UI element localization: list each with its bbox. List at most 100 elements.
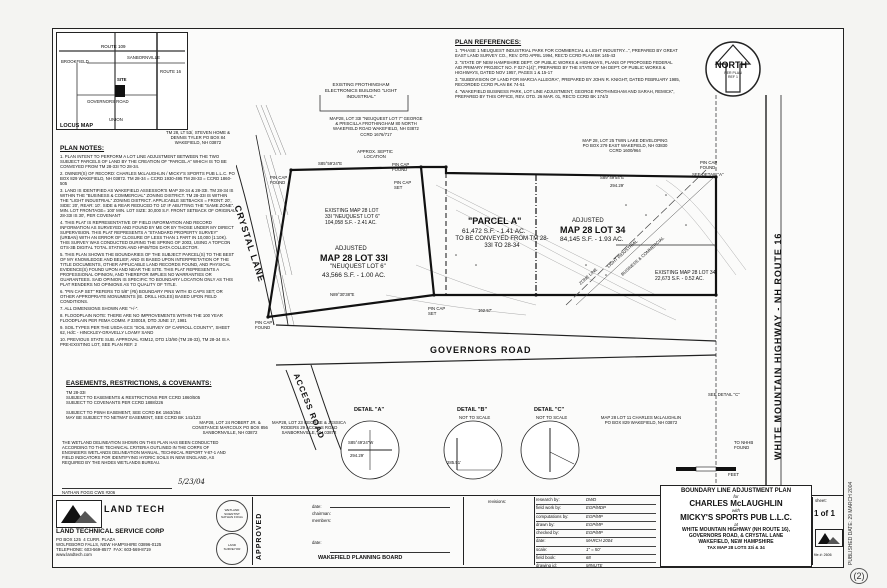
meta-value: DWD (586, 497, 597, 502)
detail-c: DETAIL "C" NOT TO SCALE (520, 407, 580, 480)
see-detail-a: SEE DETAIL "A" (692, 172, 724, 177)
meta-value: 68 (586, 555, 591, 561)
adjusted-33-title: MAP 28 LOT 33I (320, 253, 388, 263)
approval-footer: WAKEFIELD PLANNING BOARD (318, 555, 403, 561)
plan-note: 10. PREVIOUS STATE SUB. APPROVAL #3M12, … (60, 337, 230, 347)
detail-a: DETAIL "A" S85°49'24"W 294.29' (340, 407, 400, 480)
approval-row: date: (312, 540, 322, 545)
graphic-scale (676, 466, 736, 472)
revisions-title: revisions: (488, 499, 507, 504)
lot24-owner: MAP28, LOT 24 ROBERT JR. & CONSTANCE MAR… (192, 420, 268, 436)
meta-value: EGP/MP (586, 513, 603, 519)
plan-ref: 1. "PHASE 1 NEUQUEST INDUSTRIAL PARK FOR… (455, 48, 678, 58)
plan-loc1: WHITE MOUNTAIN HIGHWAY (NH ROUTE 16), (682, 527, 790, 533)
easement-line: TM 28-33I (66, 390, 86, 395)
meta-key: scale: (536, 546, 548, 552)
meta-key: date: (536, 538, 546, 544)
locus-label-site: SITE (117, 77, 127, 82)
easement-line: SUBJECT TO EASEMENTS & RESTRICTIONS PER … (66, 395, 201, 401)
plan-loc3: WAKEFIELD, NEW HAMPSHIRE (698, 539, 774, 545)
north-sub: PER PLAN REF 1 (724, 71, 742, 79)
plan-note: 6. "PIN CAP SET" REFERS TO 5/8" (#5) BOU… (60, 289, 223, 304)
meta-value: EGP/MP (586, 530, 603, 536)
dist-a: 294.29' (610, 183, 624, 188)
easement-line: MAY BE SUBJECT TO NETMAT EASEMENT, SEE C… (66, 414, 201, 420)
company-logo-text: LAND TECH (104, 504, 165, 514)
detail-c-title: DETAIL "C" (534, 407, 565, 413)
plan-at: at (734, 522, 738, 527)
lot25-owner: MAP 28, LOT 25 TWIN LAKE DEVELOPING PO B… (582, 138, 668, 154)
locus-map: ROUTE 109 BROOKFIELD SANBORNVILLE SITE G… (56, 32, 188, 130)
adjusted-33-area: 43,566 S.F. - 1.00 AC. (322, 272, 386, 279)
locus-title: LOCUS MAP (60, 123, 93, 129)
sheet-landtech-icon (818, 533, 840, 544)
plan-note: 3. LAND IS IDENTIFIED AS WAKEFIELD ASSES… (60, 188, 236, 218)
wetland-date: 5/23/04 (178, 478, 205, 486)
detail-c-sub: NOT TO SCALE (536, 415, 568, 420)
pin-label: PIN CAP FOUND (700, 160, 718, 171)
meta-value: EGP/MP (586, 521, 603, 527)
detail-a-title: DETAIL "A" (354, 407, 385, 413)
sheet-box: sheet: 1 of 1 file #: 2606 (812, 497, 843, 565)
bearing-top: S85°59'24"E (318, 161, 343, 166)
north-arrow-icon (705, 41, 761, 97)
plan-owner2: MICKY'S SPORTS PUB L.L.C. (680, 513, 792, 522)
meta-row: drawing id: MINUTE (536, 563, 656, 570)
locus-label-sanbornville: SANBORNVILLE (127, 55, 160, 60)
surveyor-stamp-text: LAND SURVEYOR (223, 543, 241, 551)
lot11-owner: MAP 28 LOT 11 CHARLES McLAUGHLIN PO BOX … (600, 415, 682, 426)
company-phone: TELEPHONE: 603-569-8577 FAX: 603-569-871… (56, 547, 151, 552)
governors-road-label: GOVERNORS ROAD (430, 345, 532, 355)
svg-text:ROUTE 109: ROUTE 109 (101, 44, 126, 49)
to-nhhb: TO NHHB FOUND (734, 440, 754, 451)
plan-for: for (733, 494, 739, 499)
meta-row: research by: DWD (536, 497, 656, 506)
plan-notes-list: 1. PLAN INTENT TO PERFORM A LOT LINE ADJ… (60, 154, 236, 349)
meta-key: field book: (536, 555, 556, 561)
plan-note: 9. SOIL TYPES PER THE USDA-SCS "SOIL SUR… (60, 325, 230, 335)
sheet-logo (815, 529, 843, 547)
detail-a-dist: 294.29' (350, 453, 364, 458)
lot23-owner: MAP28, LOT 23 GEORGE & JESSICA RODERS 29… (272, 420, 346, 436)
adjusted-34-hdr: ADJUSTED (572, 218, 604, 224)
approval-vertical: APPROVED (256, 512, 263, 560)
adjusted-34-title: MAP 28 LOT 34 (560, 225, 626, 235)
sheet-value: 1 of 1 (814, 509, 835, 518)
meta-row: checked by:EGP/MP (536, 530, 656, 539)
company-web: www.landtech.com (56, 552, 92, 557)
locus-label-route16: ROUTE 16 (160, 69, 182, 74)
meta-value: MINUTE (586, 563, 603, 569)
locus-label-union: UNION (109, 117, 123, 122)
company-addr1: PO BOX 125 4 CURR. PLAZA (56, 537, 116, 542)
meta-value: 1" = 50' (586, 546, 601, 552)
locus-label-governors: GOVERNORS ROAD (87, 99, 129, 104)
detail-b-circle (443, 420, 503, 480)
meta-key: drawn by: (536, 521, 555, 527)
landtech-logo-icon (61, 505, 97, 523)
plan-ref: 3. "SUBDIVISION OF LAND FOR MARCIA ALLEG… (455, 77, 680, 87)
easement-line: SUBJECT TO COVENANTS PER CCRD 1888/226 (66, 400, 164, 406)
pin-label: PIN CAP FOUND (392, 162, 410, 173)
wetland-signer: NATHAN FOGG CWS #206 (62, 490, 116, 495)
meta-key: drawing id: (536, 563, 557, 569)
existing-33-label: EXISTING MAP 28 LOT 33I "NEUQUEST LOT 6"… (325, 208, 380, 226)
meta-row: drawn by: EGP/MP (536, 521, 656, 531)
detail-b-dist: 285.51' (447, 460, 461, 465)
approval-row: date: (312, 504, 322, 509)
meta-row: computations by:EGP/MP (536, 514, 656, 522)
lot-tm26-owner: TM 28, LT 53/, STEVEN HOME & DENNIS TYLE… (165, 130, 231, 146)
adjusted-34-area: 84,145 S.F. - 1.93 AC. (560, 236, 624, 243)
detail-c-circle (520, 420, 580, 480)
plan-owner1: CHARLES McLAUGHLIN (689, 499, 783, 508)
plan-note: 8. FLOODPLAIN NOTE: THERE ARE NO IMPROVE… (60, 313, 223, 323)
plan-tax: TAX MAP 28 LOTS 33i & 34 (707, 545, 765, 550)
meta-row: field book: 68 (536, 555, 656, 564)
approval-sig-lines (330, 507, 450, 553)
meta-key: research by: (536, 497, 560, 502)
plan-refs-title: PLAN REFERENCES: (455, 39, 522, 46)
detail-b-title: DETAIL "B" (457, 407, 488, 413)
title-block (52, 495, 844, 568)
meta-value: MARCH 2004 (586, 538, 613, 544)
meta-key: field work by: (536, 505, 562, 511)
dist-b: 162.57' (478, 308, 492, 313)
